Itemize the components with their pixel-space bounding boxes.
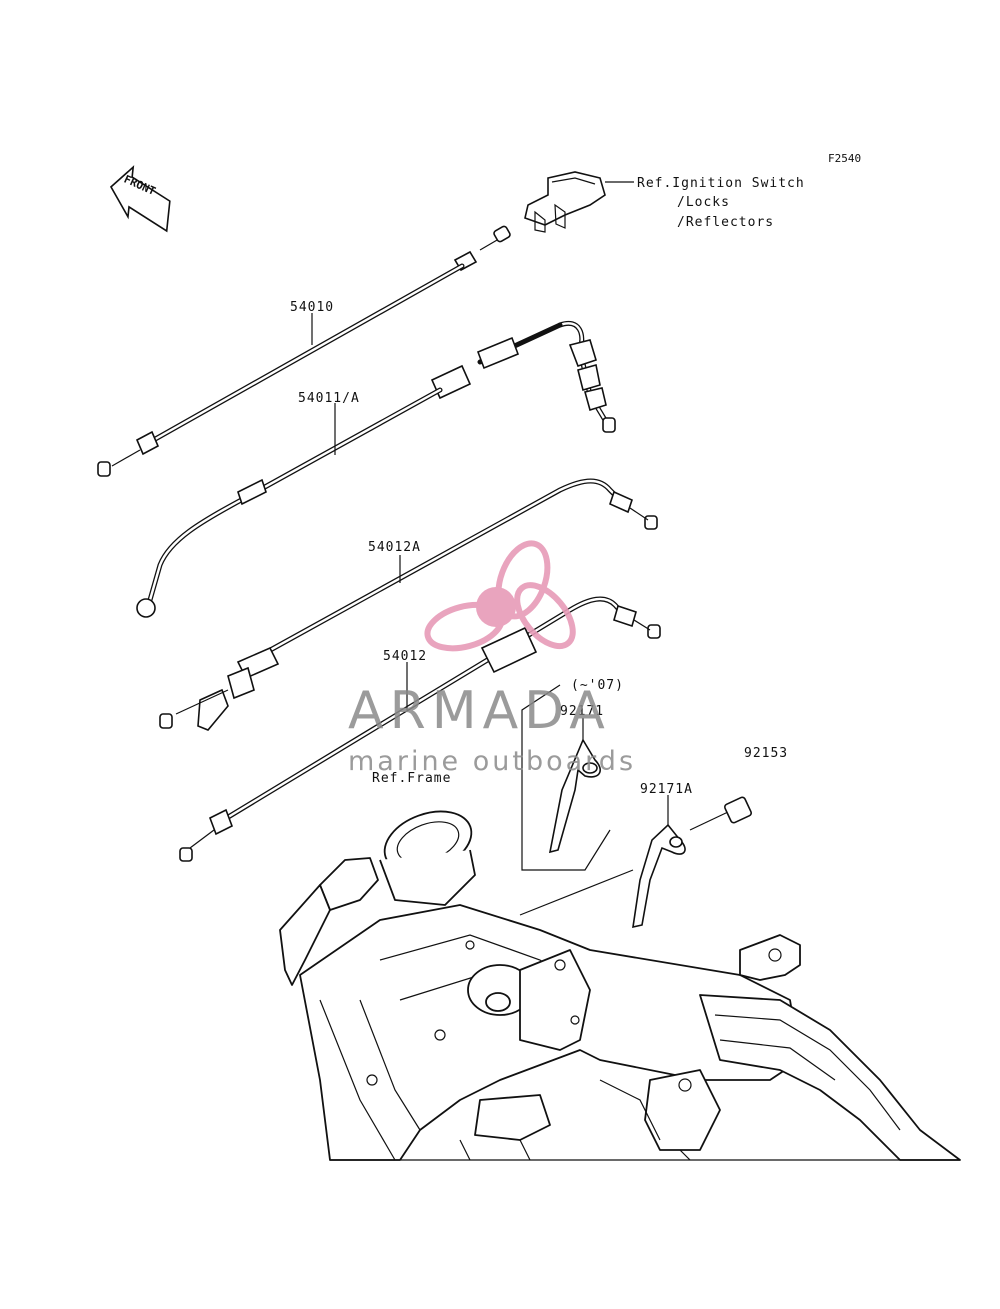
figure-code: F2540 xyxy=(828,152,861,165)
label-range-07: (~'07) xyxy=(571,678,624,693)
label-92171a: 92171A xyxy=(640,782,693,797)
cable-54012 xyxy=(179,596,661,862)
label-54012a: 54012A xyxy=(368,540,421,555)
label-54011a: 54011/A xyxy=(298,391,360,406)
label-54012: 54012 xyxy=(383,649,427,664)
ref-ignition-line3: /Reflectors xyxy=(677,215,774,230)
cable-54010 xyxy=(97,225,511,477)
ref-ignition-line2: /Locks xyxy=(677,195,730,210)
ignition-bracket-part xyxy=(524,171,634,233)
clamp-92171a-part xyxy=(632,795,686,929)
cable-54012a xyxy=(159,478,658,731)
watermark-brand: ARMADA xyxy=(348,681,611,741)
cable-54011a xyxy=(136,320,616,618)
clamp-92171-group xyxy=(521,684,611,871)
propeller-logo-icon xyxy=(424,540,576,652)
front-arrow-icon: FRONT xyxy=(109,165,171,233)
armada-watermark: ARMADA marine outboards xyxy=(348,540,636,777)
label-92171: 92171 xyxy=(560,704,604,719)
ref-ignition-line1: Ref.Ignition Switch xyxy=(637,176,805,191)
label-92153: 92153 xyxy=(744,746,788,761)
bolt-92153-part xyxy=(689,796,753,831)
ref-frame-label: Ref.Frame xyxy=(372,771,451,786)
watermark-tagline: marine outboards xyxy=(348,746,636,777)
label-54010: 54010 xyxy=(290,300,334,315)
motorcycle-frame-part xyxy=(279,810,961,1161)
